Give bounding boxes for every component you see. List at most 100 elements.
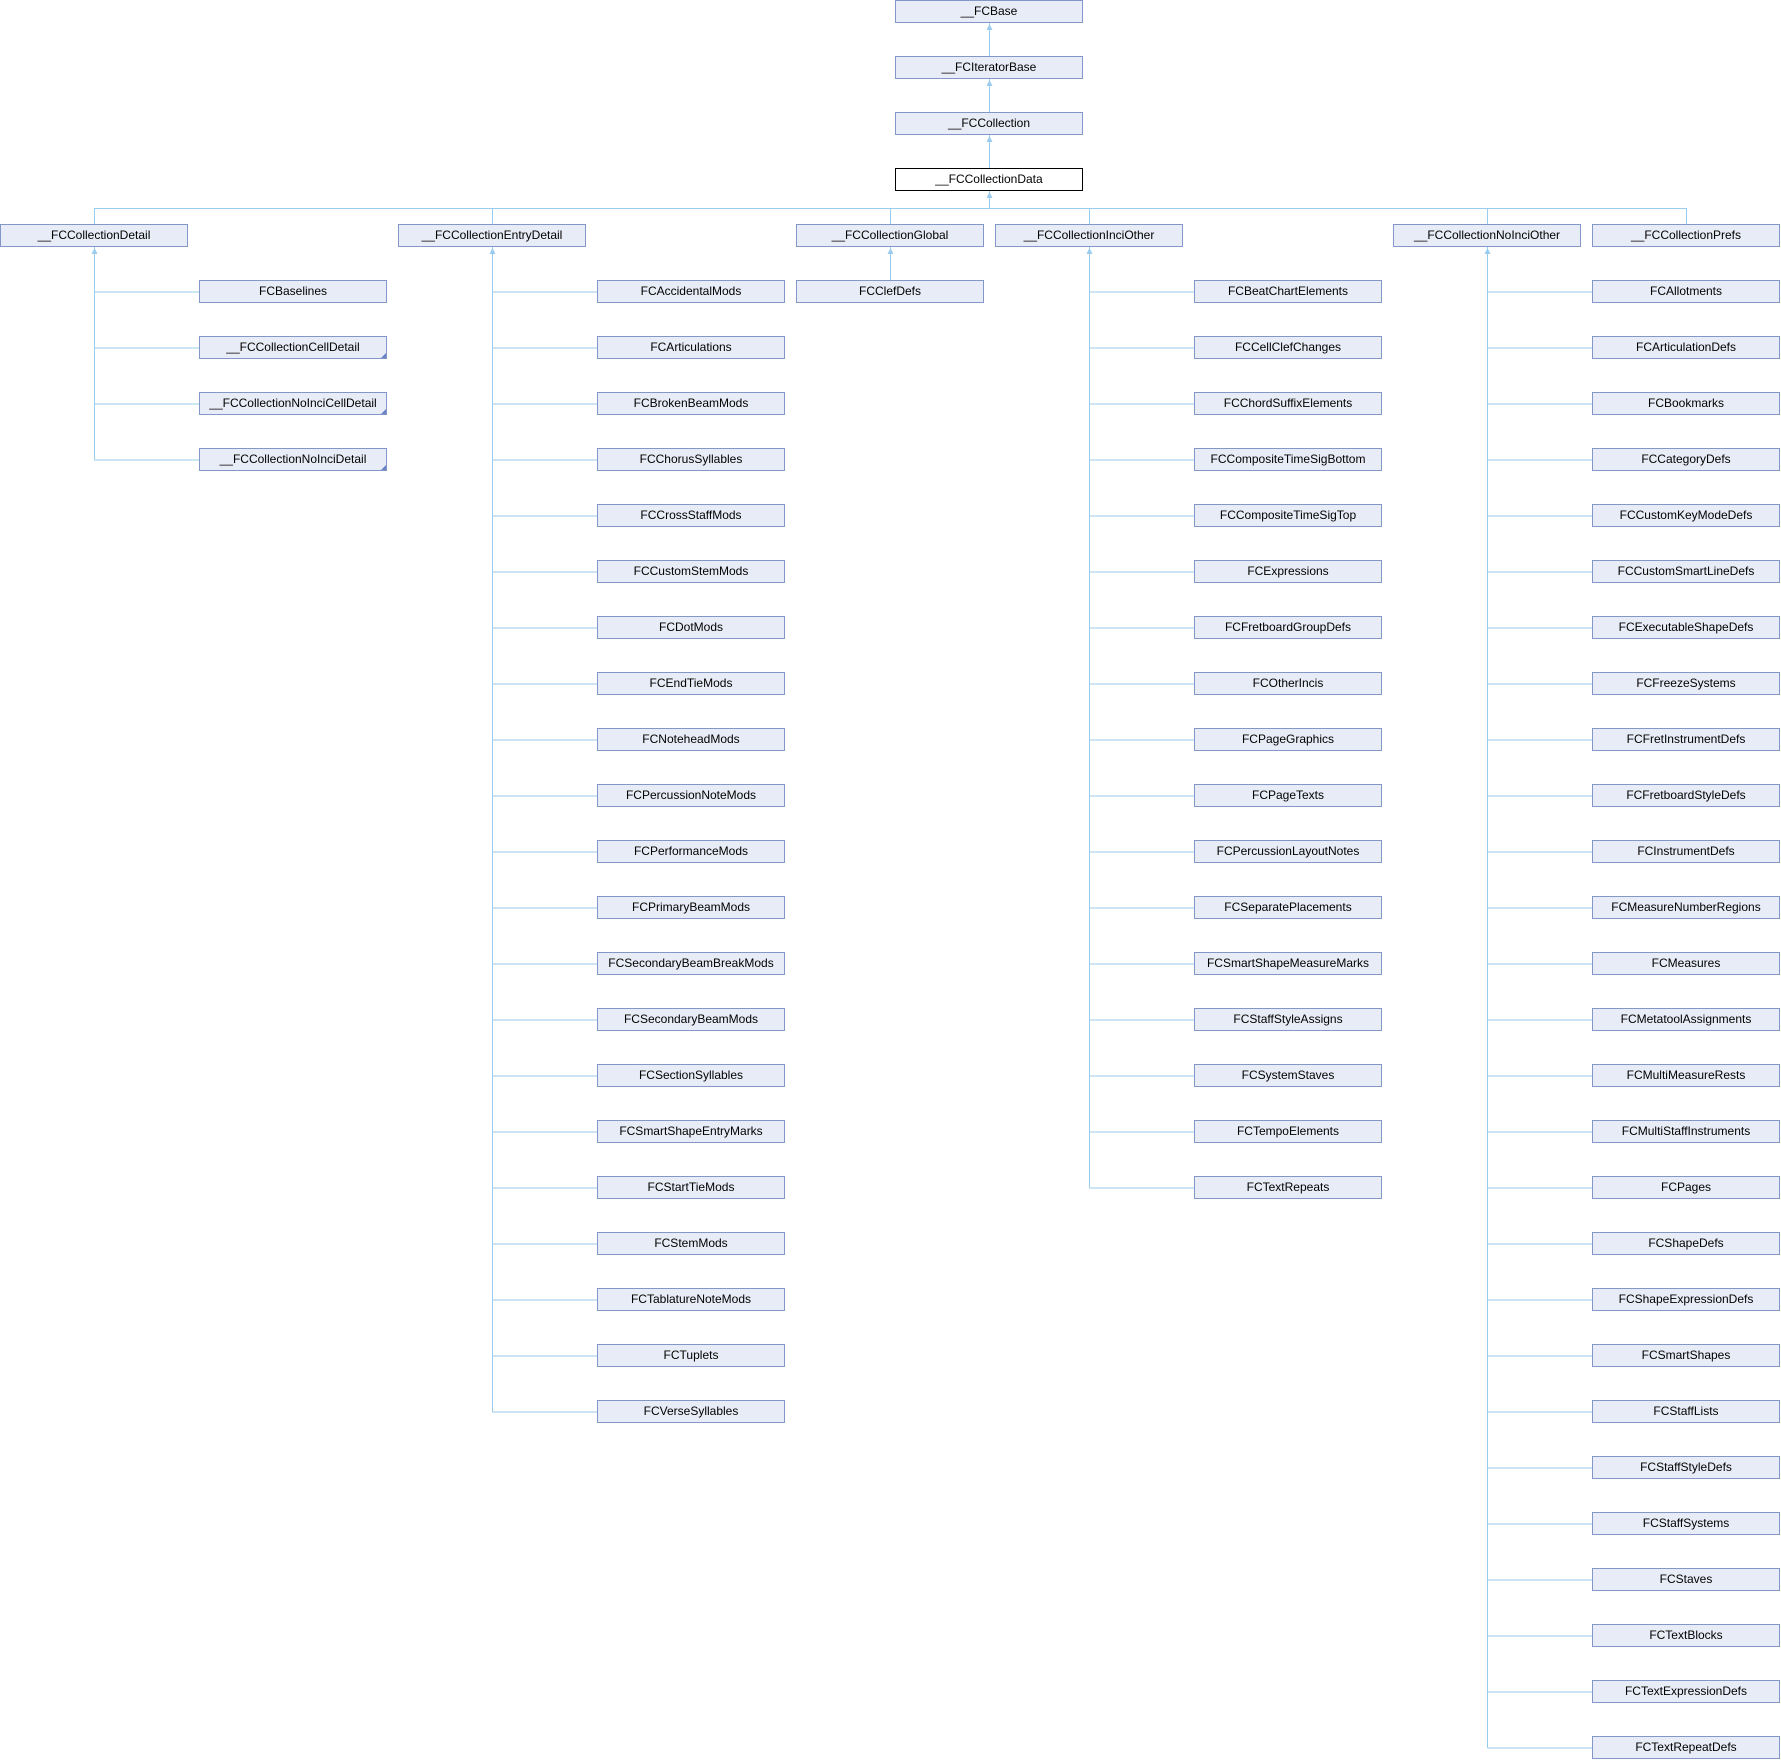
class-name-label: FCChorusSyllables: [639, 452, 743, 466]
class-name-label: __FCBase: [960, 4, 1018, 18]
class-name-label: FCPrimaryBeamMods: [631, 900, 751, 914]
class-node-fcbase[interactable]: __FCBase: [895, 0, 1083, 23]
class-node-fciterator-base[interactable]: __FCIteratorBase: [895, 56, 1083, 79]
class-node-fcstaff-lists[interactable]: FCStaffLists: [1592, 1400, 1780, 1423]
class-node-fcsecondary-beam-mods[interactable]: FCSecondaryBeamMods: [597, 1008, 785, 1031]
class-node-fcstem-mods[interactable]: FCStemMods: [597, 1232, 785, 1255]
class-node-fcverse-syllables[interactable]: FCVerseSyllables: [597, 1400, 785, 1423]
class-node-fccomposite-time-sig-top[interactable]: FCCompositeTimeSigTop: [1194, 504, 1382, 527]
class-node-fccollection-entry-detail[interactable]: __FCCollectionEntryDetail: [398, 224, 586, 247]
class-node-fcsmart-shapes[interactable]: FCSmartShapes: [1592, 1344, 1780, 1367]
class-name-label: FCStaffSystems: [1642, 1516, 1730, 1530]
class-node-fcother-incis[interactable]: FCOtherIncis: [1194, 672, 1382, 695]
class-node-fctext-blocks[interactable]: FCTextBlocks: [1592, 1624, 1780, 1647]
class-node-fcsecondary-beam-break-mods[interactable]: FCSecondaryBeamBreakMods: [597, 952, 785, 975]
class-name-label: FCStartTieMods: [647, 1180, 735, 1194]
class-node-fcexpressions[interactable]: FCExpressions: [1194, 560, 1382, 583]
class-node-fccollection-global[interactable]: __FCCollectionGlobal: [796, 224, 984, 247]
class-node-fcfretboard-style-defs[interactable]: FCFretboardStyleDefs: [1592, 784, 1780, 807]
class-node-fccomposite-time-sig-bottom[interactable]: FCCompositeTimeSigBottom: [1194, 448, 1382, 471]
class-node-fcfretboard-group-defs[interactable]: FCFretboardGroupDefs: [1194, 616, 1382, 639]
class-name-label: __FCCollectionNoInciCellDetail: [209, 396, 377, 410]
class-node-fccategory-defs[interactable]: FCCategoryDefs: [1592, 448, 1780, 471]
class-node-fcinstrument-defs[interactable]: FCInstrumentDefs: [1592, 840, 1780, 863]
class-node-fccustom-smart-line-defs[interactable]: FCCustomSmartLineDefs: [1592, 560, 1780, 583]
class-node-fccollection-no-inci-other[interactable]: __FCCollectionNoInciOther: [1393, 224, 1581, 247]
class-node-fcmeasures[interactable]: FCMeasures: [1592, 952, 1780, 975]
class-node-fctext-repeats[interactable]: FCTextRepeats: [1194, 1176, 1382, 1199]
class-node-fcend-tie-mods[interactable]: FCEndTieMods: [597, 672, 785, 695]
class-name-label: FCCrossStaffMods: [640, 508, 742, 522]
class-node-fcarticulation-defs[interactable]: FCArticulationDefs: [1592, 336, 1780, 359]
class-node-fctext-expression-defs[interactable]: FCTextExpressionDefs: [1592, 1680, 1780, 1703]
class-node-fcstaves[interactable]: FCStaves: [1592, 1568, 1780, 1591]
class-node-fcperformance-mods[interactable]: FCPerformanceMods: [597, 840, 785, 863]
class-node-fccollection-cell-detail[interactable]: __FCCollectionCellDetail: [199, 336, 387, 359]
class-node-fccollection-detail[interactable]: __FCCollectionDetail: [0, 224, 188, 247]
inheritance-arrow-icon: [986, 192, 993, 198]
class-node-fcstaff-systems[interactable]: FCStaffSystems: [1592, 1512, 1780, 1535]
class-node-fcmulti-measure-rests[interactable]: FCMultiMeasureRests: [1592, 1064, 1780, 1087]
class-node-fccell-clef-changes[interactable]: FCCellClefChanges: [1194, 336, 1382, 359]
class-node-fctempo-elements[interactable]: FCTempoElements: [1194, 1120, 1382, 1143]
class-name-label: FCSecondaryBeamMods: [623, 1012, 759, 1026]
class-node-fcfreeze-systems[interactable]: FCFreezeSystems: [1592, 672, 1780, 695]
class-node-fcshape-expression-defs[interactable]: FCShapeExpressionDefs: [1592, 1288, 1780, 1311]
class-node-fcpage-texts[interactable]: FCPageTexts: [1194, 784, 1382, 807]
class-name-label: FCPerformanceMods: [633, 844, 749, 858]
class-node-fcmeasure-number-regions[interactable]: FCMeasureNumberRegions: [1592, 896, 1780, 919]
class-name-label: __FCCollectionCellDetail: [226, 340, 360, 354]
class-name-label: __FCCollectionGlobal: [831, 228, 949, 242]
class-name-label: FCSystemStaves: [1241, 1068, 1335, 1082]
class-node-fcbookmarks[interactable]: FCBookmarks: [1592, 392, 1780, 415]
class-name-label: FCPageTexts: [1251, 788, 1325, 802]
class-node-fccustom-stem-mods[interactable]: FCCustomStemMods: [597, 560, 785, 583]
class-node-fccollection-prefs[interactable]: __FCCollectionPrefs: [1592, 224, 1780, 247]
class-node-fcaccidental-mods[interactable]: FCAccidentalMods: [597, 280, 785, 303]
class-node-fccollection-inci-other[interactable]: __FCCollectionInciOther: [995, 224, 1183, 247]
class-node-fccustom-key-mode-defs[interactable]: FCCustomKeyModeDefs: [1592, 504, 1780, 527]
class-node-fcallotments[interactable]: FCAllotments: [1592, 280, 1780, 303]
class-node-fcsection-syllables[interactable]: FCSectionSyllables: [597, 1064, 785, 1087]
class-node-fcmetatool-assignments[interactable]: FCMetatoolAssignments: [1592, 1008, 1780, 1031]
class-node-fcchorus-syllables[interactable]: FCChorusSyllables: [597, 448, 785, 471]
class-node-fcdot-mods[interactable]: FCDotMods: [597, 616, 785, 639]
class-name-label: FCStemMods: [654, 1236, 728, 1250]
class-node-fcpage-graphics[interactable]: FCPageGraphics: [1194, 728, 1382, 751]
class-node-fctablature-note-mods[interactable]: FCTablatureNoteMods: [597, 1288, 785, 1311]
class-node-fcsmart-shape-entry-marks[interactable]: FCSmartShapeEntryMarks: [597, 1120, 785, 1143]
class-name-label: FCArticulations: [650, 340, 732, 354]
class-node-fcseparate-placements[interactable]: FCSeparatePlacements: [1194, 896, 1382, 919]
class-node-fcchord-suffix-elements[interactable]: FCChordSuffixElements: [1194, 392, 1382, 415]
class-node-fcbeat-chart-elements[interactable]: FCBeatChartElements: [1194, 280, 1382, 303]
class-node-fcbroken-beam-mods[interactable]: FCBrokenBeamMods: [597, 392, 785, 415]
class-node-fccollection-no-inci-detail[interactable]: __FCCollectionNoInciDetail: [199, 448, 387, 471]
class-node-fcexecutable-shape-defs[interactable]: FCExecutableShapeDefs: [1592, 616, 1780, 639]
class-node-fcbaselines[interactable]: FCBaselines: [199, 280, 387, 303]
class-node-fcpages[interactable]: FCPages: [1592, 1176, 1780, 1199]
class-node-fcmulti-staff-instruments[interactable]: FCMultiStaffInstruments: [1592, 1120, 1780, 1143]
class-node-fcstaff-style-assigns[interactable]: FCStaffStyleAssigns: [1194, 1008, 1382, 1031]
class-node-fcarticulations[interactable]: FCArticulations: [597, 336, 785, 359]
class-node-fccollection[interactable]: __FCCollection: [895, 112, 1083, 135]
class-name-label: FCMeasures: [1651, 956, 1721, 970]
class-node-fctuplets[interactable]: FCTuplets: [597, 1344, 785, 1367]
class-node-fcsmart-shape-measure-marks[interactable]: FCSmartShapeMeasureMarks: [1194, 952, 1382, 975]
class-node-fcclef-defs[interactable]: FCClefDefs: [796, 280, 984, 303]
class-node-fccross-staff-mods[interactable]: FCCrossStaffMods: [597, 504, 785, 527]
class-name-label: FCSeparatePlacements: [1224, 900, 1352, 914]
class-node-fctext-repeat-defs[interactable]: FCTextRepeatDefs: [1592, 1736, 1780, 1759]
class-node-fcstart-tie-mods[interactable]: FCStartTieMods: [597, 1176, 785, 1199]
class-name-label: FCClefDefs: [858, 284, 921, 298]
class-node-fcnotehead-mods[interactable]: FCNoteheadMods: [597, 728, 785, 751]
class-node-fcfret-instrument-defs[interactable]: FCFretInstrumentDefs: [1592, 728, 1780, 751]
class-node-fcsystem-staves[interactable]: FCSystemStaves: [1194, 1064, 1382, 1087]
class-node-fcstaff-style-defs[interactable]: FCStaffStyleDefs: [1592, 1456, 1780, 1479]
class-node-fcpercussion-layout-notes[interactable]: FCPercussionLayoutNotes: [1194, 840, 1382, 863]
class-node-fcpercussion-note-mods[interactable]: FCPercussionNoteMods: [597, 784, 785, 807]
class-name-label: FCBookmarks: [1647, 396, 1724, 410]
class-node-fcshape-defs[interactable]: FCShapeDefs: [1592, 1232, 1780, 1255]
class-node-fcprimary-beam-mods[interactable]: FCPrimaryBeamMods: [597, 896, 785, 919]
truncated-hierarchy-icon: [381, 465, 386, 470]
class-node-fccollection-no-inci-cell-detail[interactable]: __FCCollectionNoInciCellDetail: [199, 392, 387, 415]
